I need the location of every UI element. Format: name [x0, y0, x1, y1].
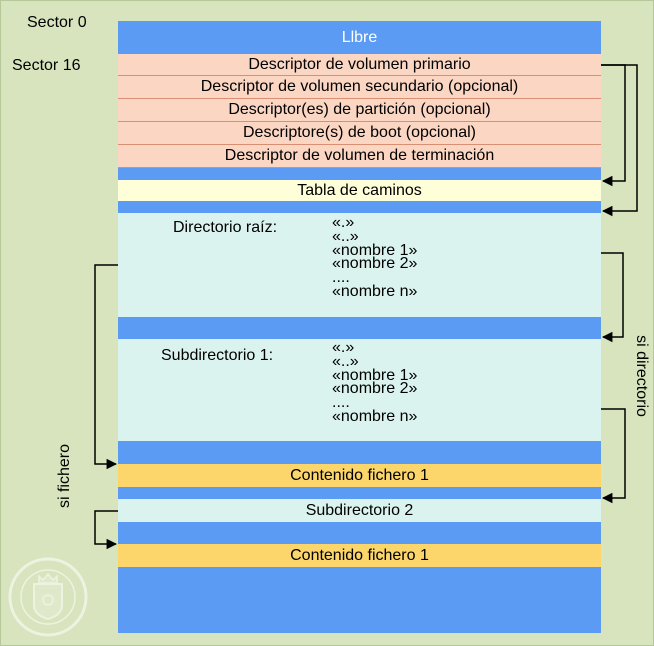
subdir1-entry: «nombre 1» — [332, 366, 418, 384]
root-entry: .... — [332, 269, 350, 287]
terminator-descriptor: Descriptor de volumen de terminación — [118, 145, 601, 168]
secondary-volume-descriptor: Descriptor de volumen secundario (opcion… — [118, 76, 601, 99]
arrow-root-to-file — [94, 264, 118, 470]
free-gap — [118, 522, 601, 544]
file-content-2-label: Contenido fichero 1 — [290, 546, 429, 564]
subdirectory-1-block — [118, 339, 601, 441]
partition-descriptor: Descriptor(es) de partición (opcional) — [118, 99, 601, 122]
sector-16-label: Sector 16 — [12, 57, 81, 74]
root-entry: «nombre n» — [332, 282, 418, 300]
root-entry: «nombre 1» — [332, 241, 418, 259]
subdirectory-1-title: Subdirectorio 1: — [161, 347, 274, 364]
free-gap — [118, 441, 601, 464]
subdir1-entry: «.» — [332, 339, 355, 356]
root-entry: «..» — [332, 227, 359, 245]
path-table-label: Tabla de caminos — [297, 181, 422, 199]
subdir1-entry: «nombre n» — [332, 407, 418, 425]
boot-descriptor: Descriptore(s) de boot (opcional) — [118, 122, 601, 145]
arrow-subdir1-to-subdir2 — [601, 408, 626, 504]
terminator-descriptor-label: Descriptor de volumen de terminación — [224, 147, 495, 164]
free-gap — [118, 201, 601, 213]
free-gap — [118, 487, 601, 499]
free-block: Llbre — [118, 21, 601, 54]
root-directory-entries: «.» «..» «nombre 1» «nombre 2» .... «nom… — [332, 214, 418, 300]
arrow-root-to-subdir1 — [601, 252, 624, 343]
file-content-1: Contenido fichero 1 — [118, 464, 601, 487]
subdir1-entry: .... — [332, 394, 350, 412]
free-space-bottom — [118, 567, 601, 633]
root-directory-title: Directorio raíz: — [173, 219, 278, 236]
free-block-label: Llbre — [341, 28, 378, 46]
subdirectory-2-block: Subdirectorio 2 — [118, 499, 601, 522]
subdirectory-1-entries: «.» «..» «nombre 1» «nombre 2» .... «nom… — [332, 339, 418, 425]
sector-0-label: Sector 0 — [27, 14, 87, 31]
secondary-volume-descriptor-label: Descriptor de volumen secundario (opcion… — [200, 78, 519, 95]
root-directory-block — [118, 213, 601, 317]
path-table: Tabla de caminos — [118, 180, 601, 201]
file-content-1-label: Contenido fichero 1 — [290, 466, 429, 484]
arrow-descriptor-to-root — [601, 64, 638, 217]
subdirectory-2-label: Subdirectorio 2 — [305, 501, 414, 519]
file-content-2: Contenido fichero 1 — [118, 544, 601, 567]
primary-volume-descriptor: Descriptor de volumen primario — [118, 54, 601, 76]
boot-descriptor-label: Descriptore(s) de boot (opcional) — [243, 124, 476, 141]
free-gap — [118, 168, 601, 180]
free-gap — [118, 317, 601, 339]
partition-descriptor-label: Descriptor(es) de partición (opcional) — [228, 101, 491, 118]
primary-volume-descriptor-label: Descriptor de volumen primario — [248, 55, 471, 73]
root-entry: «nombre 2» — [332, 255, 418, 273]
arrow-subdir2-to-file — [94, 510, 118, 550]
subdir1-entry: «..» — [332, 352, 359, 370]
subdir1-entry: «nombre 2» — [332, 380, 418, 398]
root-entry: «.» — [332, 214, 355, 231]
